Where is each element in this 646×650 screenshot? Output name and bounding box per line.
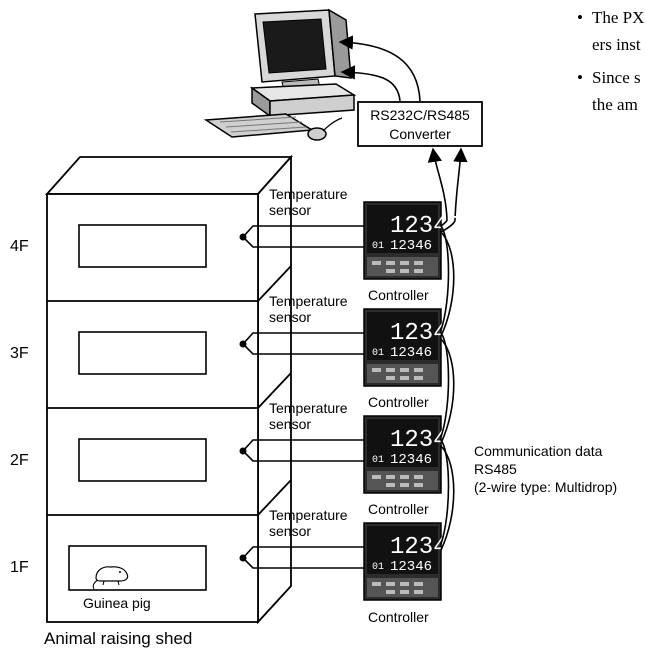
note-bullet-2: • [577, 68, 583, 87]
controller-display-bottom: 12346 [390, 452, 432, 468]
window-2f [78, 438, 207, 482]
converter-box: RS232C/RS485 Converter [357, 101, 483, 147]
sensor-label-1f-line2: sensor [269, 523, 311, 539]
computer-icon [203, 8, 357, 141]
sensor-label-4f-line1: Temperature [269, 186, 348, 202]
controller-display-bottom: 12346 [390, 559, 432, 575]
sensor-label-2f-line1: Temperature [269, 400, 348, 416]
note-line-3: Since s [592, 68, 641, 87]
controller-display-bottom: 12346 [390, 238, 432, 254]
controller-display-top: 12345 [390, 213, 462, 240]
controller-display-top: 12345 [390, 320, 462, 347]
note-line-2: ers inst [592, 35, 641, 54]
floor-label-1f: 1F [10, 559, 29, 576]
rs485-bus [440, 219, 456, 551]
floor-label-2f: 2F [10, 452, 29, 469]
guinea-pig-label: Guinea pig [83, 595, 151, 611]
animal-raising-shed [44, 154, 294, 625]
controller-2f: 12345 01 12346 [363, 415, 462, 494]
note-bullet-1: • [577, 8, 583, 27]
floor-label-3f: 3F [10, 345, 29, 362]
converter-label-line1: RS232C/RS485 [370, 107, 470, 123]
controller-3f: 12345 01 12346 [363, 308, 462, 387]
controller-display-small: 01 [372, 348, 384, 359]
controller-display-small: 01 [372, 455, 384, 466]
floor-label-4f: 4F [10, 238, 29, 255]
bus-to-converter-arrow-2 [453, 147, 468, 221]
controller-display-top: 12345 [390, 427, 462, 454]
window-4f [78, 224, 207, 268]
communication-label-line3: (2-wire type: Multidrop) [474, 479, 617, 495]
controller-label-3f: Controller [368, 394, 429, 410]
note-line-4: the am [592, 95, 638, 114]
sensor-label-1f-line1: Temperature [269, 507, 348, 523]
guinea-pig-icon [92, 566, 129, 590]
bus-to-converter-arrow-1 [427, 147, 448, 221]
communication-label-line1: Communication data [474, 443, 603, 459]
controller-display-small: 01 [372, 241, 384, 252]
controller-display-small: 01 [372, 562, 384, 573]
note-line-1: The PX [592, 8, 644, 27]
controller-display-bottom: 12346 [390, 345, 432, 361]
sensor-label-3f-line2: sensor [269, 309, 311, 325]
notes: • The PX ers inst • Since s the am [577, 8, 644, 114]
sensor-probes [239, 225, 366, 569]
controller-1f: 12345 01 12346 [363, 522, 462, 601]
window-3f [78, 331, 207, 375]
shed-label: Animal raising shed [44, 629, 192, 648]
controller-label-1f: Controller [368, 609, 429, 625]
communication-label-line2: RS485 [474, 461, 517, 477]
window-1f [68, 545, 207, 591]
converter-to-pc-arrow-2 [340, 65, 401, 102]
converter-to-pc-arrow-1 [338, 35, 421, 102]
controller-label-2f: Controller [368, 501, 429, 517]
sensor-label-2f-line2: sensor [269, 416, 311, 432]
controller-label-4f: Controller [368, 287, 429, 303]
converter-label-line2: Converter [389, 126, 451, 142]
controller-display-top: 12345 [390, 534, 462, 561]
sensor-label-4f-line2: sensor [269, 202, 311, 218]
sensor-label-3f-line1: Temperature [269, 293, 348, 309]
